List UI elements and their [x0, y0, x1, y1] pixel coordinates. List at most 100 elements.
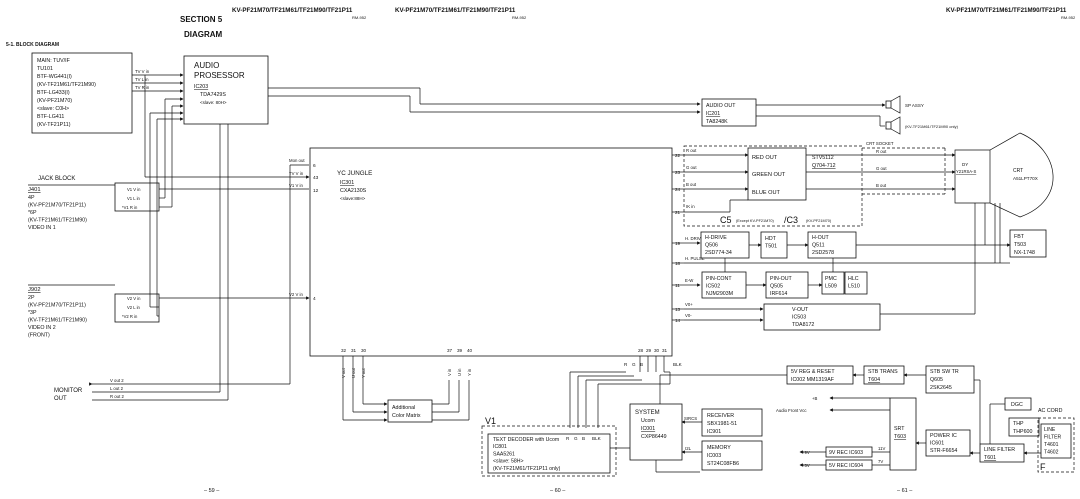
yc-pin-32-label: V out — [341, 367, 346, 378]
yc-pin-mon-label: Mon out — [289, 158, 305, 163]
text-line: POWER IC — [930, 433, 957, 439]
monitor-out-wires: V out 2 L out 2 R out 2 — [89, 124, 291, 401]
text-line: L510 — [848, 284, 860, 290]
text-line: IC601 — [930, 441, 944, 447]
crt-board-label: C5 — [720, 215, 732, 225]
text-line: 2SD2578 — [812, 250, 834, 256]
rail-audio-front: Audio Front Vcc — [776, 408, 807, 413]
crt-b-out: B out — [876, 183, 887, 188]
j401-sig-r: *V1 R in — [122, 205, 138, 210]
crt-name: CRT — [1013, 168, 1023, 174]
audio-out-ic: IC201 — [706, 111, 720, 117]
header-model-1: KV-PF21M70/TF21M61/TF21M90/TF21P11 — [232, 7, 353, 14]
yc-left-pins: Mon out 6 TV V in 43 V1 V in 12 V2 V in … — [289, 158, 319, 302]
audio-processor-title-2: PROSESSOR — [194, 71, 245, 80]
yc-pin-11-label: E-W — [685, 278, 694, 283]
text-line: IC502 — [706, 284, 720, 290]
yc-pin-24: 24 — [675, 187, 681, 192]
text-line: BTF-LG411 — [37, 114, 64, 120]
yc-bottom-wires — [342, 356, 671, 428]
header-rm-2: RM-952 — [512, 15, 527, 20]
receiver-signal: SIRCS — [684, 416, 697, 421]
text-line: SBX1981-51 — [707, 421, 737, 427]
audio-out-part: TA8248K — [706, 119, 728, 125]
text-line: (KV-TF21M61/TF21M90) — [37, 82, 96, 88]
yc-pin-29: 29 — [646, 348, 652, 353]
stb-trans-part: T604 — [868, 377, 880, 383]
crt-board-note-2: (KV-PF21M70) — [806, 219, 832, 223]
audio-processor-title: AUDIO — [194, 61, 219, 70]
power-reg-title: 5V REG & RESET — [791, 369, 835, 375]
text-line: 2SK2645 — [930, 385, 952, 391]
crt-g-out: G out — [876, 166, 887, 171]
subsection-title: 5-1. BLOCK DIAGRAM — [6, 42, 59, 48]
f-board-label: F — [1040, 462, 1046, 472]
yc-pin-23: 23 — [675, 170, 681, 175]
text-line: 2P — [28, 295, 35, 301]
text-line: MAIN: TUV/IF — [37, 58, 71, 64]
srt-block: SRT T603 — [889, 397, 917, 471]
thp-title: THP — [1013, 421, 1024, 427]
crt-r-out: R out — [876, 149, 887, 154]
page-number-59: – 59 – — [204, 488, 220, 494]
text-line: MEMORY — [707, 445, 731, 451]
yc-pin-39-label: U in — [457, 368, 462, 376]
j902-jack: J902 2P(KV-PF21M70/TF21P11)*3P(KV-TF21M6… — [28, 284, 160, 339]
yc-pin-40-label: Y in — [467, 368, 472, 376]
text-line: BTF-LG433(I) — [37, 90, 70, 96]
yc-pin-v2: 4 — [313, 296, 316, 302]
text-line: STB SW TR — [930, 369, 959, 375]
header-rm-1: RM-952 — [352, 15, 367, 20]
stb-trans-title: STB TRANS — [868, 369, 898, 375]
yc-pin-18: 18 — [675, 261, 681, 266]
yc-pin-37-label: V in — [447, 368, 452, 376]
header-model-3: KV-PF21M70/TF21M61/TF21M90/TF21P11 — [946, 7, 1067, 14]
monitor-out-label: MONITOR — [54, 388, 83, 394]
yc-pin-v2-label: V2 V in — [289, 292, 303, 297]
j902-sig-r: *V2 R in — [122, 314, 138, 319]
text-decoder-in-r: R — [566, 436, 570, 441]
memory-signal: I2L — [685, 446, 692, 451]
crt-drive-green: GREEN OUT — [752, 172, 786, 178]
yc-pin-22-label: R out — [686, 148, 697, 153]
text-line: T4602 — [1044, 450, 1059, 456]
text-line: VIDEO IN 1 — [28, 225, 56, 231]
yc-pin-21-label: IK in — [686, 204, 695, 209]
line-filter-title: LINE FILTER — [984, 447, 1015, 453]
audio-out-block: AUDIO OUT IC201 TA8248K — [701, 98, 757, 127]
yc-pin-31: 31 — [351, 348, 357, 353]
yc-in-blk: BLK — [673, 362, 683, 367]
tuner-outputs: TV V in TV L in TV R in — [132, 69, 184, 93]
speaker-icon — [885, 95, 901, 135]
text-line: FILTER — [1044, 435, 1061, 441]
header-model-2: KV-PF21M70/TF21M61/TF21M90/TF21P11 — [395, 7, 516, 14]
text-line: BTF-WG441(I) — [37, 74, 72, 80]
j902-sig-v: V2 V in — [127, 296, 141, 301]
monitor-out-sig-v: V out 2 — [110, 378, 124, 383]
text-line: <slave: 58H> — [493, 459, 524, 465]
yc-pin-24-label: B out — [686, 182, 697, 187]
srt-part: T603 — [894, 434, 906, 440]
text-line: IC901 — [707, 429, 721, 435]
crt-drive-blue: BLUE OUT — [752, 190, 781, 196]
yc-pin-13: 13 — [675, 307, 681, 312]
yc-pin-32: 32 — [341, 348, 347, 353]
section-title: DIAGRAM — [184, 30, 223, 39]
jack-block-title: JACK BLOCK — [38, 176, 75, 182]
yc-pin-30b: 30 — [654, 348, 660, 353]
text-line: PIN-OUT — [770, 276, 793, 282]
text-line: (KV-PF21M70/TF21P11) — [28, 303, 86, 309]
yc-in-b: B — [640, 362, 643, 367]
yc-pin-tv: 43 — [313, 175, 319, 181]
srt-title: SRT — [894, 426, 905, 432]
jack-wires — [144, 75, 310, 378]
